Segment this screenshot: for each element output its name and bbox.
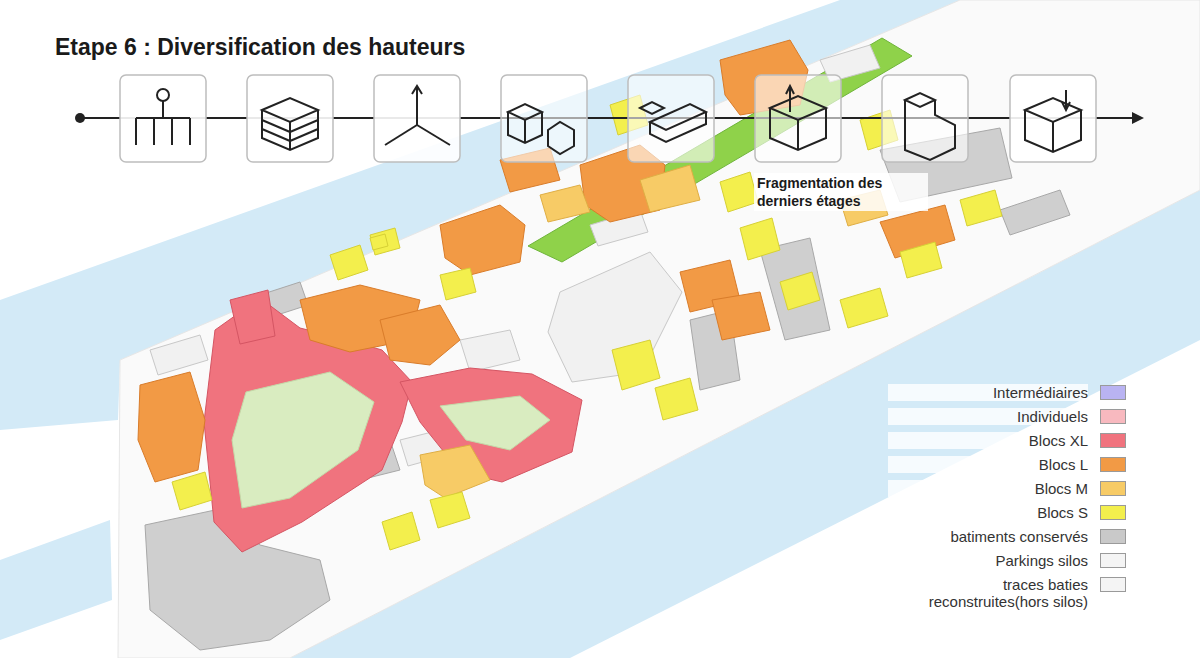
legend-text: Intermédiaires bbox=[888, 384, 1088, 401]
legend-swatch bbox=[1100, 553, 1126, 568]
legend-swatch bbox=[1100, 457, 1126, 472]
legend-text: traces baties reconstruites(hors silos) bbox=[888, 576, 1088, 610]
legend-text: Blocs XL bbox=[888, 432, 1088, 449]
legend-swatch bbox=[1100, 577, 1126, 592]
l-block bbox=[138, 40, 955, 482]
m-block bbox=[420, 165, 888, 498]
legend-swatch bbox=[1100, 505, 1126, 520]
legend-swatch bbox=[1100, 529, 1126, 544]
legend-swatch bbox=[1100, 409, 1126, 424]
legend-swatch bbox=[1100, 433, 1126, 448]
legend-swatch bbox=[1100, 481, 1126, 496]
river bbox=[0, 520, 112, 640]
callout-label: Fragmentation des derniers étages bbox=[754, 173, 928, 211]
legend-text: Blocs M bbox=[888, 480, 1088, 497]
legend-text: batiments conservés bbox=[888, 528, 1088, 545]
s-block bbox=[172, 95, 1002, 550]
legend-text: Individuels bbox=[888, 408, 1088, 425]
legend-text: Blocs L bbox=[888, 456, 1088, 473]
diagram-title: Etape 6 : Diversification des hauteurs bbox=[55, 34, 465, 61]
legend-swatch bbox=[1100, 385, 1126, 400]
legend-text: Parkings silos bbox=[888, 552, 1088, 569]
island bbox=[118, 0, 1200, 658]
legend-text: Blocs S bbox=[888, 504, 1088, 521]
process-timeline bbox=[75, 75, 1144, 162]
